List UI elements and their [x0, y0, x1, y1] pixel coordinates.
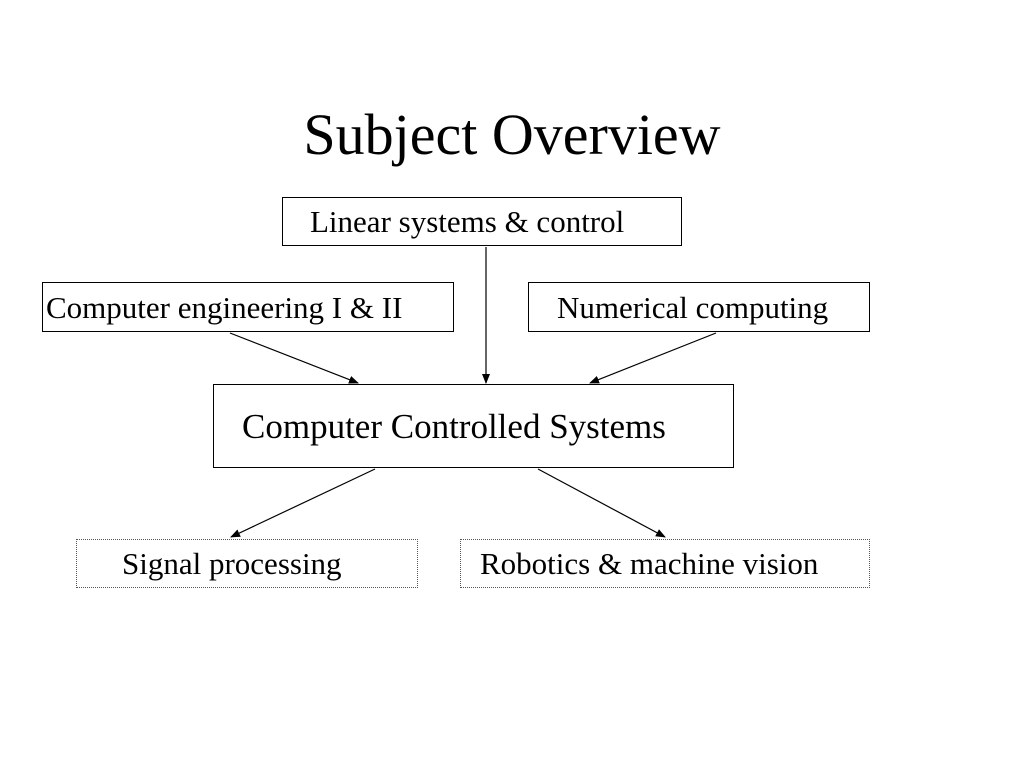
- box-signal-processing: Signal processing: [76, 539, 418, 588]
- box-linear-systems-label: Linear systems & control: [310, 204, 625, 239]
- box-computer-controlled-systems-label: Computer Controlled Systems: [242, 406, 666, 446]
- box-numerical-computing-label: Numerical computing: [557, 289, 829, 325]
- arrow-numerical-to-central: [589, 332, 717, 384]
- box-computer-controlled-systems: Computer Controlled Systems: [213, 384, 734, 468]
- box-linear-systems: Linear systems & control: [282, 197, 682, 246]
- arrow-computer-engineering-to-central: [229, 332, 359, 384]
- box-signal-processing-label: Signal processing: [122, 546, 342, 581]
- box-computer-engineering-label: Computer engineering I & II: [46, 289, 403, 325]
- box-computer-engineering: Computer engineering I & II: [42, 282, 454, 332]
- slide-title: Subject Overview: [303, 102, 721, 167]
- box-numerical-computing: Numerical computing: [528, 282, 870, 332]
- box-robotics-machine-vision: Robotics & machine vision: [460, 539, 870, 588]
- arrow-central-to-robotics: [537, 468, 666, 538]
- arrow-central-to-signal: [230, 468, 376, 538]
- box-robotics-machine-vision-label: Robotics & machine vision: [480, 546, 819, 581]
